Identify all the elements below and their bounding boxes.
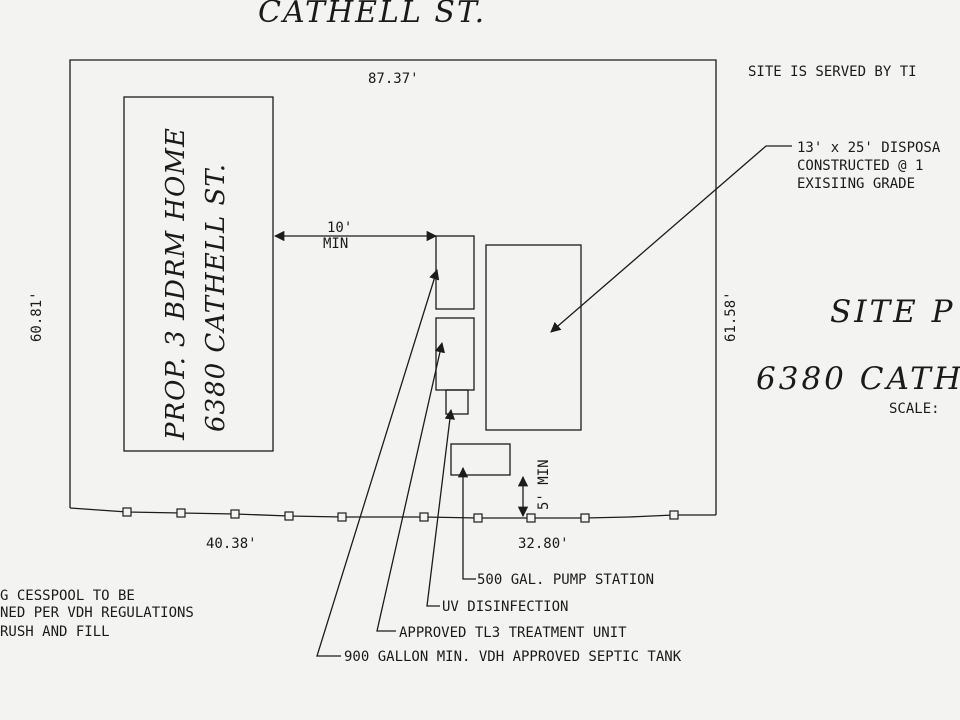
survey-pin — [526, 513, 536, 523]
pump-clearance-label: 5' MIN — [536, 459, 552, 510]
disposal-area — [485, 244, 582, 431]
dim-top: 87.37' — [368, 71, 419, 87]
survey-pin — [122, 507, 132, 517]
survey-pin — [337, 512, 347, 522]
dim-bottom-left: 40.38' — [206, 536, 257, 552]
cesspool-note-line2: NED PER VDH REGULATIONS — [0, 605, 194, 621]
note-disposal-line2: CONSTRUCTED @ 1 — [797, 158, 923, 174]
setback-value: 10' — [327, 220, 352, 236]
leader-uv — [426, 408, 456, 607]
note-disposal-line1: 13' x 25' DISPOSA — [797, 140, 941, 156]
survey-pin — [230, 509, 240, 519]
note-site-served: SITE IS SERVED BY TI — [748, 64, 917, 80]
septic-tank — [435, 235, 475, 310]
plan-title-line1: SITE P — [830, 294, 956, 330]
survey-pin — [419, 512, 429, 522]
leader-tl3 — [376, 341, 446, 632]
proposed-house — [123, 96, 274, 452]
pump-station — [450, 443, 511, 476]
survey-pin — [473, 513, 483, 523]
callout-tl3-unit: APPROVED TL3 TREATMENT UNIT — [399, 625, 627, 641]
leader-pump — [457, 466, 476, 580]
disposal-leader — [550, 145, 792, 333]
dim-right: 61.58' — [723, 291, 739, 342]
survey-pin — [669, 510, 679, 520]
dim-left: 60.81' — [29, 291, 45, 342]
dim-bottom-right: 32.80' — [518, 536, 569, 552]
cesspool-note-line3: RUSH AND FILL — [0, 624, 110, 640]
street-name-top: CATHELL ST. — [258, 0, 486, 30]
cesspool-note-line1: G CESSPOOL TO BE — [0, 588, 135, 604]
plan-title-line2: 6380 CATH — [756, 361, 960, 397]
uv-disinfection-unit — [445, 389, 469, 415]
house-label-line1: PROP. 3 BDRM HOME — [161, 127, 191, 441]
survey-pin — [176, 508, 186, 518]
note-disposal-line3: EXISIING GRADE — [797, 176, 915, 192]
tl3-treatment-unit — [435, 317, 475, 391]
plan-scale: SCALE: — [889, 401, 940, 417]
leader-septic — [316, 269, 440, 657]
house-label-line2: 6380 CATHELL ST. — [201, 163, 231, 432]
property-boundary-front — [69, 507, 716, 519]
callout-septic-tank: 900 GALLON MIN. VDH APPROVED SEPTIC TANK — [344, 649, 682, 665]
survey-pin — [580, 513, 590, 523]
property-boundary — [69, 59, 717, 515]
survey-pin — [284, 511, 294, 521]
house-label: PROP. 3 BDRM HOME 6380 CATHELL ST. — [161, 127, 231, 441]
setback-unit: MIN — [323, 236, 348, 252]
callout-pump-station: 500 GAL. PUMP STATION — [477, 572, 654, 588]
survey-pins — [122, 507, 679, 523]
callout-uv-disinfection: UV DISINFECTION — [442, 599, 568, 615]
